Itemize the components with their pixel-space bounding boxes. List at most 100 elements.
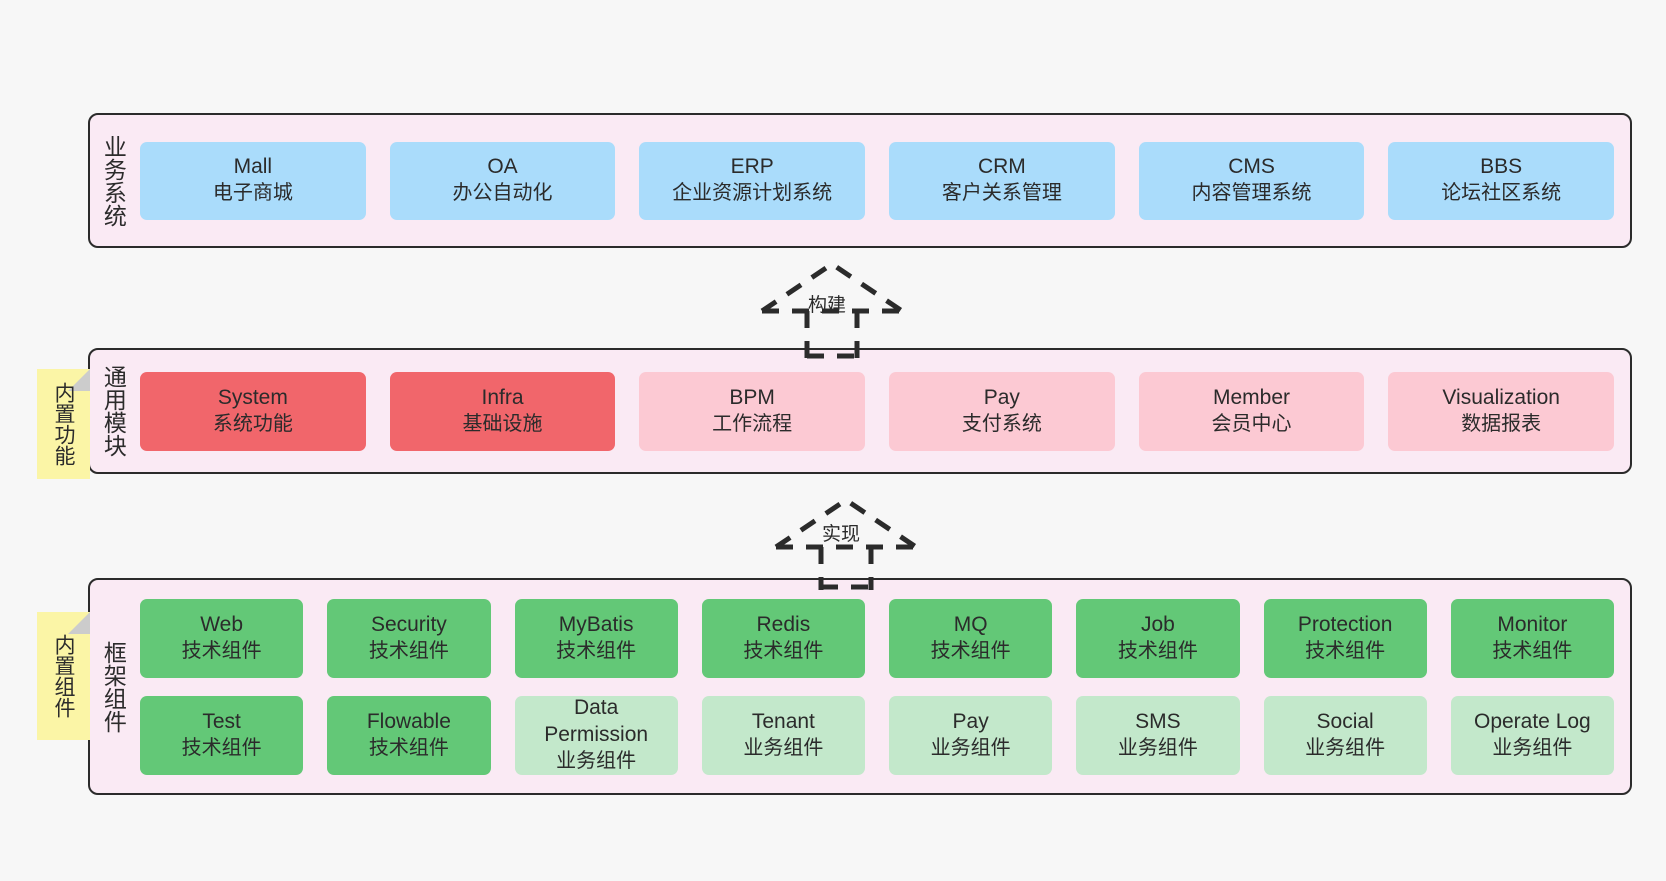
node-title: Infra <box>481 385 524 409</box>
node-member[interactable]: Member 会员中心 <box>1138 371 1365 451</box>
node-subtitle: 支付系统 <box>961 412 1042 435</box>
node-title: SMS <box>1135 709 1181 733</box>
node-title: Test <box>202 709 241 733</box>
connector-build-arrow-icon <box>752 256 912 361</box>
node-title: Job <box>1140 612 1175 636</box>
node-title: CRM <box>977 155 1026 179</box>
node-subtitle: 技术组件 <box>368 639 449 662</box>
layer-common-modules: 通用模块 System 系统功能 Infra 基础设施 BPM 工作流程 Pay… <box>88 348 1632 474</box>
node-security[interactable]: Security 技术组件 <box>327 598 491 678</box>
node-subtitle: 数据报表 <box>1461 412 1542 435</box>
node-title: Mall <box>233 155 273 179</box>
node-social[interactable]: Social 业务组件 <box>1263 695 1427 775</box>
node-flowable[interactable]: Flowable 技术组件 <box>327 695 491 775</box>
node-subtitle: 技术组件 <box>181 639 262 662</box>
node-bpm[interactable]: BPM 工作流程 <box>639 371 866 451</box>
node-title: Security <box>370 612 447 636</box>
node-subtitle: 技术组件 <box>1492 639 1573 662</box>
node-row: Mall 电子商城 OA 办公自动化 ERP 企业资源计划系统 CRM 客户关系… <box>140 141 1615 220</box>
node-title: Tenant <box>751 709 815 733</box>
node-title: Monitor <box>1497 612 1568 636</box>
layer-label-common-modules: 通用模块 <box>100 365 127 457</box>
note-label: 内置组件 <box>52 634 76 718</box>
node-visualization[interactable]: Visualization 数据报表 <box>1388 371 1615 451</box>
node-subtitle: 技术组件 <box>743 639 824 662</box>
node-data-permission[interactable]: Data Permission 业务组件 <box>514 695 678 775</box>
node-title: Pay <box>983 385 1020 409</box>
layer-body-common-modules: System 系统功能 Infra 基础设施 BPM 工作流程 Pay 支付系统… <box>136 350 1630 472</box>
node-web[interactable]: Web 技术组件 <box>140 598 304 678</box>
node-subtitle: 业务组件 <box>743 736 824 759</box>
node-title: Data Permission <box>544 696 649 747</box>
node-erp[interactable]: ERP 企业资源计划系统 <box>639 141 866 220</box>
node-title: BBS <box>1480 155 1523 179</box>
node-subtitle: 业务组件 <box>930 736 1011 759</box>
node-title: ERP <box>730 155 774 179</box>
node-row: System 系统功能 Infra 基础设施 BPM 工作流程 Pay 支付系统… <box>140 371 1615 451</box>
node-subtitle: 技术组件 <box>930 639 1011 662</box>
node-title: Visualization <box>1442 385 1560 409</box>
node-subtitle: 技术组件 <box>556 639 637 662</box>
note-label: 内置功能 <box>52 382 76 466</box>
node-title: Member <box>1213 385 1291 409</box>
node-mq[interactable]: MQ 技术组件 <box>889 598 1053 678</box>
node-subtitle: 业务组件 <box>1492 736 1573 759</box>
node-title: CMS <box>1228 155 1275 179</box>
node-monitor[interactable]: Monitor 技术组件 <box>1450 598 1614 678</box>
node-pay[interactable]: Pay 支付系统 <box>889 371 1115 451</box>
node-title: MyBatis <box>558 612 634 636</box>
node-pay-business[interactable]: Pay 业务组件 <box>889 695 1053 775</box>
node-sms[interactable]: SMS 业务组件 <box>1076 695 1240 775</box>
node-subtitle: 技术组件 <box>1117 639 1198 662</box>
node-subtitle: 业务组件 <box>556 750 637 773</box>
node-title: Operate Log <box>1473 709 1591 733</box>
node-title: Social <box>1316 709 1374 733</box>
node-title: Redis <box>756 612 811 636</box>
node-row: Web 技术组件 Security 技术组件 MyBatis 技术组件 Redi… <box>140 598 1614 678</box>
layer-framework-components: 框架组件 Web 技术组件 Security 技术组件 MyBatis 技术组件… <box>88 578 1632 795</box>
node-title: BPM <box>729 385 775 409</box>
node-title: Web <box>200 612 244 636</box>
node-system[interactable]: System 系统功能 <box>140 371 366 451</box>
node-subtitle: 系统功能 <box>212 412 293 435</box>
node-protection[interactable]: Protection 技术组件 <box>1263 598 1427 678</box>
node-subtitle: 企业资源计划系统 <box>672 182 833 205</box>
node-mybatis[interactable]: MyBatis 技术组件 <box>514 598 678 678</box>
node-cms[interactable]: CMS 内容管理系统 <box>1138 141 1365 220</box>
connector-implement-label: 实现 <box>822 524 861 545</box>
node-crm[interactable]: CRM 客户关系管理 <box>889 141 1115 220</box>
node-title: OA <box>487 155 518 179</box>
node-oa[interactable]: OA 办公自动化 <box>389 141 616 220</box>
node-subtitle: 办公自动化 <box>452 182 553 205</box>
node-subtitle: 技术组件 <box>181 736 262 759</box>
layer-label-business-systems: 业务系统 <box>100 134 127 227</box>
node-subtitle: 会员中心 <box>1211 412 1292 435</box>
layer-body-framework-components: Web 技术组件 Security 技术组件 MyBatis 技术组件 Redi… <box>136 580 1630 793</box>
node-redis[interactable]: Redis 技术组件 <box>701 598 865 678</box>
node-subtitle: 技术组件 <box>368 736 449 759</box>
node-subtitle: 业务组件 <box>1305 736 1386 759</box>
layer-label-framework-components: 框架组件 <box>100 640 127 733</box>
node-subtitle: 基础设施 <box>462 412 543 435</box>
node-tenant[interactable]: Tenant 业务组件 <box>701 695 865 775</box>
connector-implement-arrow-icon <box>766 492 926 592</box>
node-job[interactable]: Job 技术组件 <box>1076 598 1240 678</box>
node-title: MQ <box>953 612 988 636</box>
node-subtitle: 电子商城 <box>212 182 293 205</box>
node-subtitle: 技术组件 <box>1305 639 1386 662</box>
node-subtitle: 客户关系管理 <box>941 182 1062 205</box>
node-operate-log[interactable]: Operate Log 业务组件 <box>1450 695 1614 775</box>
node-title: Protection <box>1297 612 1393 636</box>
node-infra[interactable]: Infra 基础设施 <box>389 371 616 451</box>
node-subtitle: 内容管理系统 <box>1191 182 1312 205</box>
layer-body-business-systems: Mall 电子商城 OA 办公自动化 ERP 企业资源计划系统 CRM 客户关系… <box>136 115 1630 246</box>
node-subtitle: 业务组件 <box>1117 736 1198 759</box>
node-mall[interactable]: Mall 电子商城 <box>140 141 366 220</box>
node-bbs[interactable]: BBS 论坛社区系统 <box>1388 141 1615 220</box>
node-subtitle: 工作流程 <box>712 412 793 435</box>
layer-business-systems: 业务系统 Mall 电子商城 OA 办公自动化 ERP 企业资源计划系统 CRM… <box>88 113 1632 248</box>
node-test[interactable]: Test 技术组件 <box>140 695 304 775</box>
node-title: System <box>217 385 288 409</box>
note-builtin-component: 内置组件 <box>37 612 90 740</box>
